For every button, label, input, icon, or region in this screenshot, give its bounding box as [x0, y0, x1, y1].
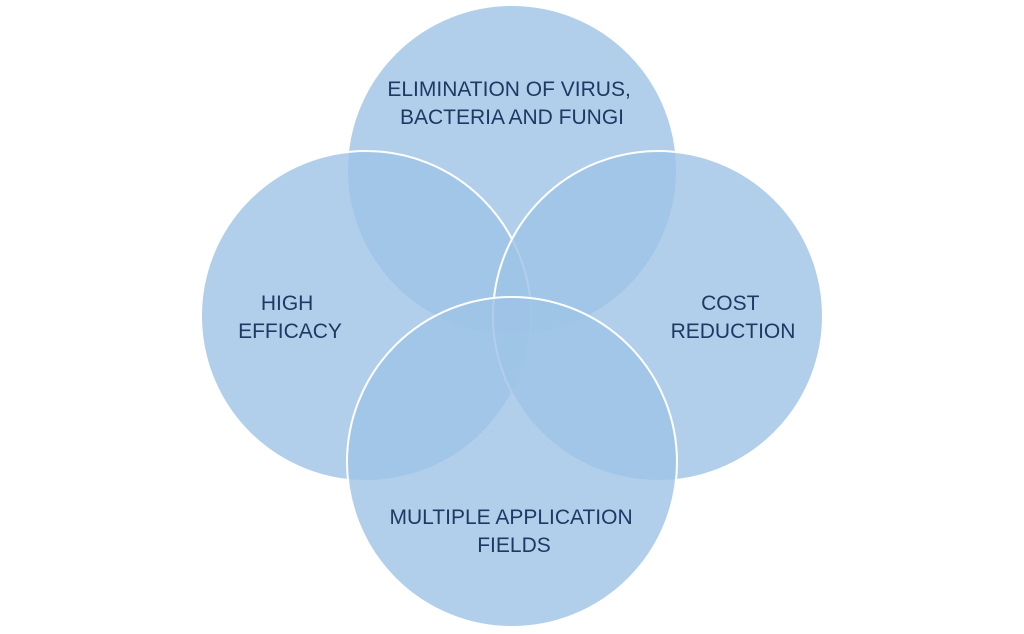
circle-bottom: [346, 296, 678, 628]
label-left-line-1: HIGH: [261, 292, 314, 315]
label-bottom-line-1: MULTIPLE APPLICATION: [390, 506, 633, 529]
label-left-line-2: EFFICACY: [238, 320, 342, 343]
label-bottom: MULTIPLE APPLICATION FIELDS: [390, 506, 639, 557]
label-right: COST REDUCTION: [671, 292, 796, 343]
label-top-line-2: BACTERIA AND FUNGI: [400, 106, 624, 129]
label-right-line-2: REDUCTION: [671, 320, 796, 343]
label-right-line-1: COST: [701, 292, 760, 315]
label-top: ELIMINATION OF VIRUS, BACTERIA AND FUNGI: [387, 78, 636, 129]
label-bottom-line-2: FIELDS: [477, 534, 551, 557]
label-top-line-1: ELIMINATION OF VIRUS,: [387, 78, 630, 101]
label-left: HIGH EFFICACY: [238, 292, 342, 343]
